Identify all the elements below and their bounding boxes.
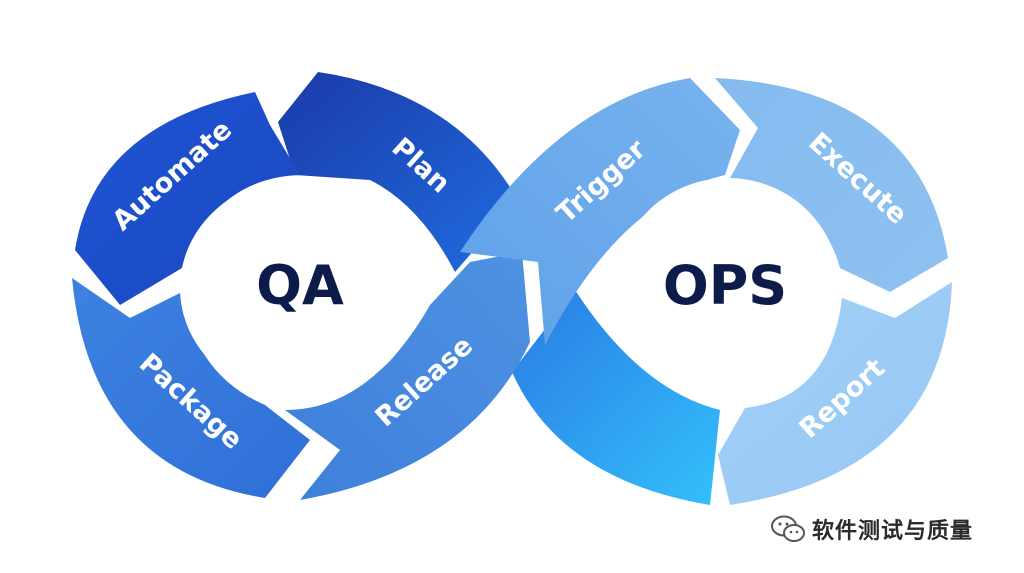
watermark: 软件测试与质量	[770, 511, 973, 547]
watermark-text: 软件测试与质量	[812, 519, 974, 544]
trigger-segment	[460, 78, 740, 345]
plan-segment	[278, 72, 518, 272]
ops-hub	[616, 178, 840, 398]
ops-hub-label: OPS	[663, 254, 787, 317]
release-segment	[285, 252, 530, 500]
package-segment	[72, 278, 310, 498]
report-segment	[718, 282, 952, 505]
bottom-right-band	[512, 290, 720, 505]
execute-segment	[715, 78, 948, 292]
automate-segment	[75, 92, 300, 305]
qa-hub	[180, 178, 420, 398]
wechat-icon	[771, 515, 805, 542]
qa-hub-label: QA	[256, 254, 344, 317]
